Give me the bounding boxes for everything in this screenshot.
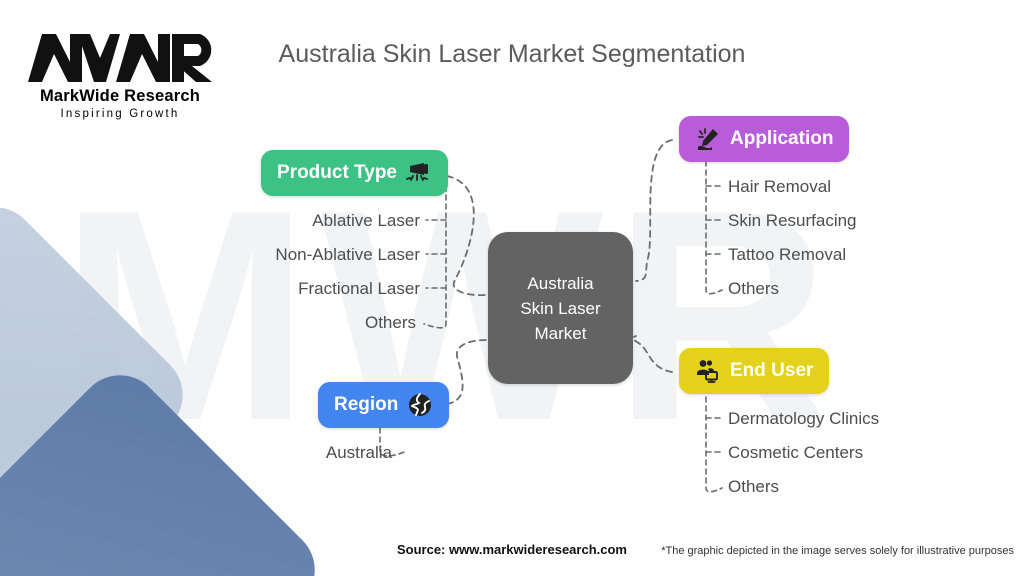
segment-label-application: Application (730, 128, 834, 149)
leaf-region-0: Australia (325, 443, 392, 462)
users-monitor-icon (695, 358, 721, 384)
logo-tagline: Inspiring Growth (60, 108, 180, 120)
leaf-product-type-1: Non-Ablative Laser (275, 245, 420, 264)
disclaimer-text: *The graphic depicted in the image serve… (661, 545, 1014, 557)
segment-label-region: Region (334, 394, 399, 415)
connector-region (446, 339, 487, 405)
leaf-application-0: Hair Removal (728, 177, 831, 196)
leaf-product-type-0: Ablative Laser (312, 211, 420, 230)
page-title: Australia Skin Laser Market Segmentation (278, 40, 746, 68)
leaf-application-3: Others (728, 279, 780, 298)
leaf-bracket-region (379, 427, 405, 457)
center-node-line-2: Skin Laser (520, 298, 601, 318)
segment-pill-application[interactable]: Application (679, 116, 850, 162)
connector-end-user (632, 335, 673, 373)
globe-icon (407, 392, 433, 418)
segment-label-end-user: End User (730, 360, 814, 381)
leaf-end-user-0: Dermatology Clinics (728, 409, 880, 428)
segment-label-product-type: Product Type (277, 162, 397, 183)
laser-device-icon (406, 160, 432, 186)
mwr-logo-icon (28, 34, 212, 82)
center-node: Australia Skin Laser Market (488, 232, 633, 384)
source-text: Source: www.markwideresearch.com (396, 542, 627, 557)
segment-pill-region[interactable]: Region (318, 382, 450, 428)
center-node-line-3: Market (534, 323, 587, 343)
connector-application (635, 139, 673, 282)
leaf-product-type-2: Fractional Laser (298, 279, 420, 298)
segment-pill-product-type[interactable]: Product Type (261, 150, 448, 196)
segment-pill-end-user[interactable]: End User (679, 348, 830, 394)
leaf-end-user-2: Others (728, 477, 780, 496)
leaf-bracket-product-type (423, 185, 447, 329)
laser-treatment-icon (695, 126, 721, 152)
leaf-end-user-1: Cosmetic Centers (728, 443, 864, 462)
leaf-bracket-end-user (705, 387, 723, 493)
leaf-bracket-application (705, 151, 723, 295)
connector-product-type (446, 175, 487, 297)
leaf-application-1: Skin Resurfacing (728, 211, 857, 230)
leaf-application-2: Tattoo Removal (728, 245, 847, 264)
center-node-line-1: Australia (527, 273, 594, 293)
leaf-product-type-3: Others (364, 313, 416, 332)
logo-company-name: MarkWide Research (39, 87, 201, 105)
brand-logo: MarkWide Research Inspiring Growth (20, 28, 220, 120)
